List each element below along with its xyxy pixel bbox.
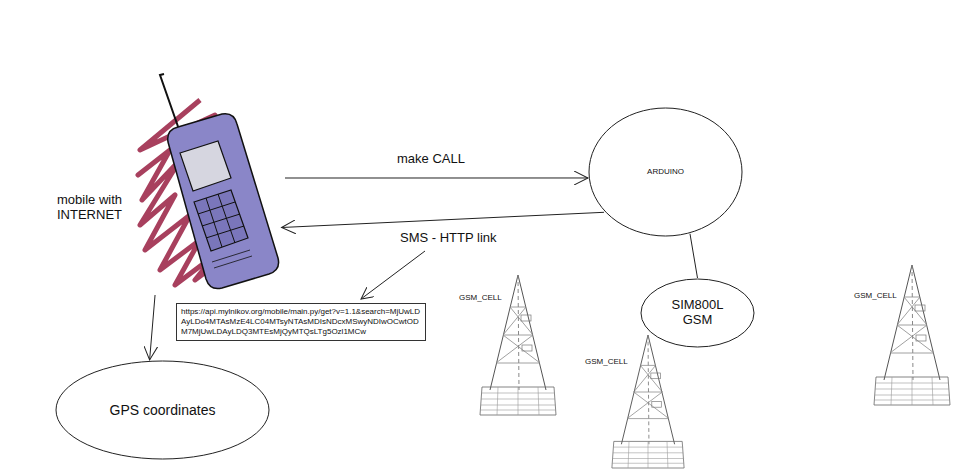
- connector: [150, 295, 155, 360]
- ellipse-shape: [641, 279, 754, 347]
- node-text: SIM800L GSM: [663, 298, 733, 328]
- url-box: https://api.mylnikov.org/mobile/main.py/…: [176, 303, 426, 341]
- mobile-phone: mobile with INTERNET: [55, 70, 285, 295]
- connector: [285, 177, 588, 178]
- ellipse-shape: [56, 361, 269, 459]
- ellipse-shape: [589, 108, 742, 236]
- connector: [282, 212, 604, 227]
- arduino-ellipse: ARDUINO: [588, 107, 743, 237]
- phone-illustration: [168, 114, 279, 289]
- gsm-tower: [874, 265, 950, 405]
- edge-label: make CALL: [395, 152, 467, 167]
- gsm-module-ellipse: SIM800L GSM: [640, 278, 755, 348]
- connector: [690, 234, 698, 278]
- edge-label: SMS - HTTP link: [398, 231, 499, 246]
- tower-label: GSM_CELL: [457, 293, 504, 302]
- node-text: ARDUINO: [647, 167, 684, 176]
- leader-arrow: [361, 251, 425, 299]
- gsm-tower: [612, 335, 684, 468]
- tower-label: GSM_CELL: [583, 357, 630, 366]
- gps-ellipse: GPS coordinates: [55, 360, 270, 460]
- node-text: GPS coordinates: [110, 402, 216, 418]
- tower-label: GSM_CELL: [852, 291, 899, 300]
- node-text: mobile with INTERNET: [57, 193, 137, 223]
- node-text: https://api.mylnikov.org/mobile/main.py/…: [181, 307, 421, 337]
